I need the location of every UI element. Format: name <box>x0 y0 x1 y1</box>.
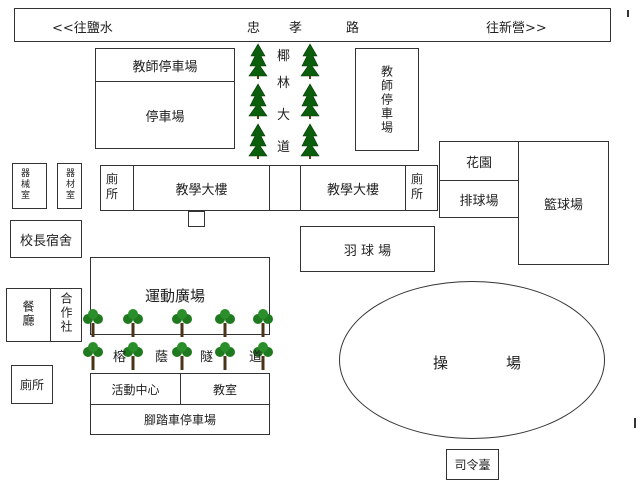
badminton-court: 羽 球 場 <box>300 226 435 272</box>
principal-residence-label: 校長宿舍 <box>19 233 72 249</box>
parking-lot: 停車場 <box>95 81 235 149</box>
sports-plaza-label: 運動廣場 <box>145 287 206 305</box>
banyan-tree <box>215 342 235 370</box>
road-left-label: <<往鹽水 <box>52 21 113 36</box>
edge-mark <box>634 418 636 428</box>
coop-label: 合作社 <box>59 292 73 334</box>
garden-label: 花園 <box>465 155 492 171</box>
avenue-char-4: 道 <box>277 140 291 155</box>
toilet-bottom: 廁所 <box>11 365 53 404</box>
volleyball-court: 排球場 <box>439 180 519 218</box>
playground-char-2: 場 <box>506 354 522 372</box>
banyan-tree <box>123 309 143 337</box>
small-room-divider <box>46 163 58 209</box>
banyan-tree <box>253 309 273 337</box>
road-name-char-2: 孝 <box>289 21 303 36</box>
badminton-court-label: 羽 球 場 <box>343 243 392 259</box>
banyan-tree <box>83 342 103 370</box>
cafeteria-label: 餐廳 <box>21 300 35 328</box>
banyan-tree <box>123 342 143 370</box>
toilet-right-label: 廁所 <box>411 172 424 201</box>
banyan-tunnel-char-3: 隧 <box>200 350 214 365</box>
road-bar <box>14 8 611 42</box>
small-annex <box>188 211 205 227</box>
toilet-right-cell <box>405 165 438 211</box>
avenue-char-1: 椰 <box>277 49 291 64</box>
playground <box>339 281 605 439</box>
basketball-court: 籃球場 <box>518 141 609 265</box>
toilet-left-cell <box>100 165 134 211</box>
classroom: 教室 <box>180 373 270 405</box>
activity-center: 活動中心 <box>90 373 181 405</box>
classroom-label: 教室 <box>212 382 237 397</box>
road-name-char-1: 忠 <box>247 21 261 36</box>
playground-char-1: 操 <box>433 354 449 372</box>
garden: 花園 <box>439 141 519 181</box>
activity-center-label: 活動中心 <box>111 382 160 397</box>
avenue-char-2: 林 <box>277 76 291 91</box>
teaching-building-left: 教學大樓 <box>133 165 270 211</box>
podium-label: 司令臺 <box>454 458 491 472</box>
road-right-label: 往新營>> <box>486 21 547 36</box>
building-connector <box>269 165 301 211</box>
toilet-bottom-label: 廁所 <box>19 378 44 392</box>
banyan-tree <box>83 309 103 337</box>
teacher-parking-right: 教師停車場 <box>355 48 419 151</box>
bike-parking-label: 腳踏車停車場 <box>143 413 216 427</box>
volleyball-court-label: 排球場 <box>459 193 499 209</box>
banyan-tree <box>172 342 192 370</box>
bike-parking: 腳踏車停車場 <box>90 404 270 435</box>
banyan-tunnel-char-2: 蔭 <box>155 350 169 365</box>
principal-residence: 校長宿舍 <box>10 220 82 258</box>
banyan-tunnel-char-4: 道 <box>249 350 263 365</box>
parking-lot-label: 停車場 <box>145 109 185 125</box>
banyan-tree <box>172 309 192 337</box>
avenue-char-3: 大 <box>277 108 291 123</box>
edge-mark <box>627 10 629 17</box>
room-small-1-label: 器械室 <box>19 168 29 201</box>
podium: 司令臺 <box>446 449 499 480</box>
teacher-parking-right-label: 教師停車場 <box>379 64 394 135</box>
teaching-building-right-label: 教學大樓 <box>326 182 379 198</box>
banyan-tunnel-char-1: 榕 <box>113 350 127 365</box>
teaching-building-left-label: 教學大樓 <box>175 182 228 198</box>
road-name-char-3: 路 <box>346 21 360 36</box>
toilet-left-label: 廁所 <box>106 172 119 201</box>
coop <box>50 288 82 342</box>
teacher-parking-top-label: 教師停車場 <box>132 59 198 75</box>
banyan-tree <box>253 342 273 370</box>
room-small-2-label: 器材室 <box>64 168 74 201</box>
teaching-building-right: 教學大樓 <box>300 165 406 211</box>
banyan-tree <box>215 309 235 337</box>
basketball-court-label: 籃球場 <box>543 197 583 213</box>
